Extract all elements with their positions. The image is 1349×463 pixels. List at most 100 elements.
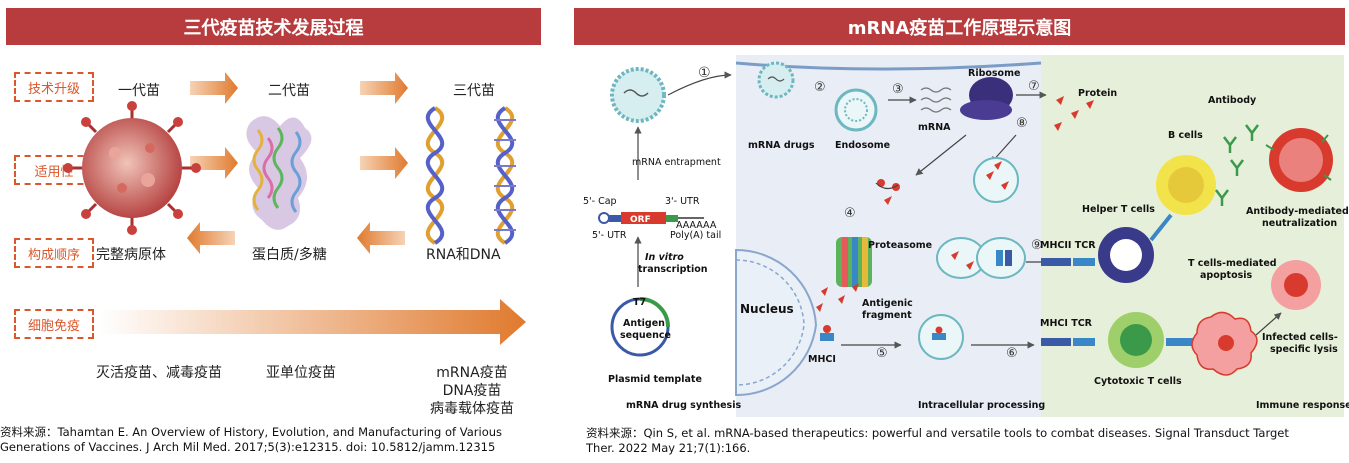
- generation-2: 二代苗: [268, 83, 310, 99]
- arrow-right-icon: [190, 72, 238, 104]
- label-antigenic-1: Antigenic: [862, 298, 913, 309]
- cytotoxic-t-cell-icon: [1108, 312, 1164, 368]
- vaccine-type-third-dna: DNA疫苗: [442, 383, 502, 399]
- protein-structure-icon: [246, 116, 312, 230]
- label-mhci: MHCI: [808, 354, 836, 365]
- label-antibody: Antibody: [1208, 95, 1257, 106]
- left-source-line-2: Generations of Vaccines. J Arch Mil Med.…: [0, 440, 496, 454]
- label-5cap: 5'- Cap: [583, 196, 617, 207]
- vaccine-type-third-viral-vector: 病毒载体疫苗: [430, 401, 514, 417]
- component-protein: 蛋白质/多糖: [252, 247, 327, 263]
- left-source-line-1: 资料来源：Tahamtan E. An Overview of History,…: [0, 425, 503, 439]
- label-polya: Poly(A) tail: [670, 230, 722, 241]
- step-5: ⑤: [876, 346, 888, 361]
- long-arrow-right-icon: [100, 299, 526, 345]
- protein-chain-icon: [875, 179, 900, 205]
- label-intracellular-processing: Intracellular processing: [918, 400, 1046, 411]
- mrna-strand-icon: [920, 87, 952, 113]
- label-plasmid: Plasmid template: [608, 374, 702, 385]
- label-mhci-tcr: MHCI TCR: [1040, 318, 1092, 329]
- label-mrna-drug-synthesis: mRNA drug synthesis: [626, 400, 742, 411]
- step-6: ⑥: [1006, 346, 1018, 361]
- label-helper-t: Helper T cells: [1082, 204, 1155, 215]
- dna-helix-icon: [494, 106, 516, 245]
- vesicle-icon: [918, 314, 964, 360]
- lysed-cell-icon: [1191, 311, 1258, 376]
- label-t-apoptosis-1: T cells-mediated: [1188, 258, 1277, 269]
- vaccine-type-first: 灭活疫苗、减毒疫苗: [96, 365, 222, 381]
- left-panel-title: 三代疫苗技术发展过程: [6, 8, 541, 45]
- mhcii-receptor-icon: [1041, 258, 1095, 266]
- virus-icon: [63, 101, 201, 235]
- step-7: ⑦: [1028, 79, 1040, 94]
- mhci-receptor-icon: [1041, 338, 1196, 346]
- label-3utr: 3'- UTR: [665, 196, 700, 207]
- label-antigenic-2: fragment: [862, 310, 912, 321]
- arrow-right-icon: [360, 72, 408, 104]
- step-4: ④: [844, 206, 856, 221]
- label-mrna-entrapment-1: mRNA entrapment: [632, 157, 721, 168]
- right-panel-title: mRNA疫苗工作原理示意图: [574, 8, 1345, 45]
- label-immune-response: Immune response: [1256, 400, 1349, 411]
- arrow-right-icon: [360, 147, 408, 179]
- row-label-composition: 构成顺序: [14, 238, 94, 268]
- row-label-cellular-immunity: 细胞免疫: [14, 309, 94, 339]
- mrna-drug-icon: [757, 61, 795, 99]
- helper-t-cell-icon: [1098, 227, 1154, 283]
- label-infected-1: Infected cells-: [1262, 332, 1338, 343]
- endosome-icon: [834, 88, 878, 132]
- generation-1: 一代苗: [118, 83, 160, 99]
- dividing-vesicle-icon: [936, 237, 1026, 279]
- component-whole-pathogen: 完整病原体: [96, 247, 166, 263]
- label-antigen-2: sequence: [620, 330, 671, 341]
- step-9: ⑨: [1031, 238, 1043, 253]
- label-t-apoptosis-2: apoptosis: [1200, 270, 1253, 281]
- step-3: ③: [892, 82, 904, 97]
- label-mrna-drugs: mRNA drugs: [748, 140, 815, 151]
- arrow-right-icon: [190, 147, 238, 179]
- label-endosome: Endosome: [835, 140, 891, 151]
- label-aaaaa: AAAAAA: [676, 220, 717, 231]
- b-cell-icon: [1156, 155, 1216, 215]
- arrow-left-icon: [357, 222, 405, 254]
- label-ab-neutral-2: neutralization: [1262, 218, 1338, 229]
- step-8: ⑧: [1016, 116, 1028, 131]
- label-proteasome: Proteasome: [868, 240, 933, 251]
- generation-3: 三代苗: [453, 83, 495, 99]
- arrow-left-icon: [187, 222, 235, 254]
- step-1: ①: [698, 65, 711, 81]
- label-antigen-1: Antigen: [623, 318, 665, 329]
- vaccine-type-third-mrna: mRNA疫苗: [436, 365, 508, 381]
- label-infected-2: specific lysis: [1270, 344, 1338, 355]
- antigenic-fragments-icon: [816, 283, 859, 312]
- lipid-nanoparticle-icon: [610, 67, 666, 123]
- left-panel-graphics: [63, 72, 526, 345]
- proteasome-icon: [836, 237, 872, 287]
- label-protein: Protein: [1078, 88, 1118, 99]
- label-t7: T7: [633, 297, 647, 308]
- component-rna-dna: RNA和DNA: [426, 247, 501, 263]
- label-ab-neutral-1: Antibody-mediated: [1246, 206, 1349, 217]
- row-label-tech-upgrade: 技术升级: [14, 72, 94, 102]
- mrna-construct-icon: [598, 212, 704, 224]
- label-mhcii-tcr: MHCII TCR: [1040, 240, 1096, 251]
- orf-label: ORF: [630, 215, 651, 225]
- label-nucleus: Nucleus: [740, 302, 794, 316]
- label-transcription: transcription: [638, 264, 708, 275]
- virus-neutralization-icon: [1265, 128, 1333, 192]
- label-b-cells: B cells: [1168, 130, 1203, 141]
- mrna-mechanism-diagram: ① ORF ② ③ ⑦ ⑧ ④: [576, 55, 1344, 417]
- right-source-line-2: Ther. 2022 May 21;7(1):166.: [586, 441, 751, 455]
- protein-vesicle-icon: [973, 157, 1019, 203]
- label-in-vitro: In vitro: [645, 252, 684, 263]
- mhci-icon: [820, 325, 834, 341]
- antibody-icon: [1215, 124, 1259, 206]
- label-5utr: 5'- UTR: [592, 230, 627, 241]
- step-2: ②: [814, 80, 826, 95]
- vaccine-type-second: 亚单位疫苗: [266, 365, 336, 381]
- immune-section: [1041, 55, 1344, 417]
- ribosome-icon: [960, 77, 1013, 120]
- label-cytotoxic-t: Cytotoxic T cells: [1094, 376, 1182, 387]
- infected-cell-icon: [1271, 260, 1321, 310]
- label-mrna: mRNA: [918, 122, 951, 133]
